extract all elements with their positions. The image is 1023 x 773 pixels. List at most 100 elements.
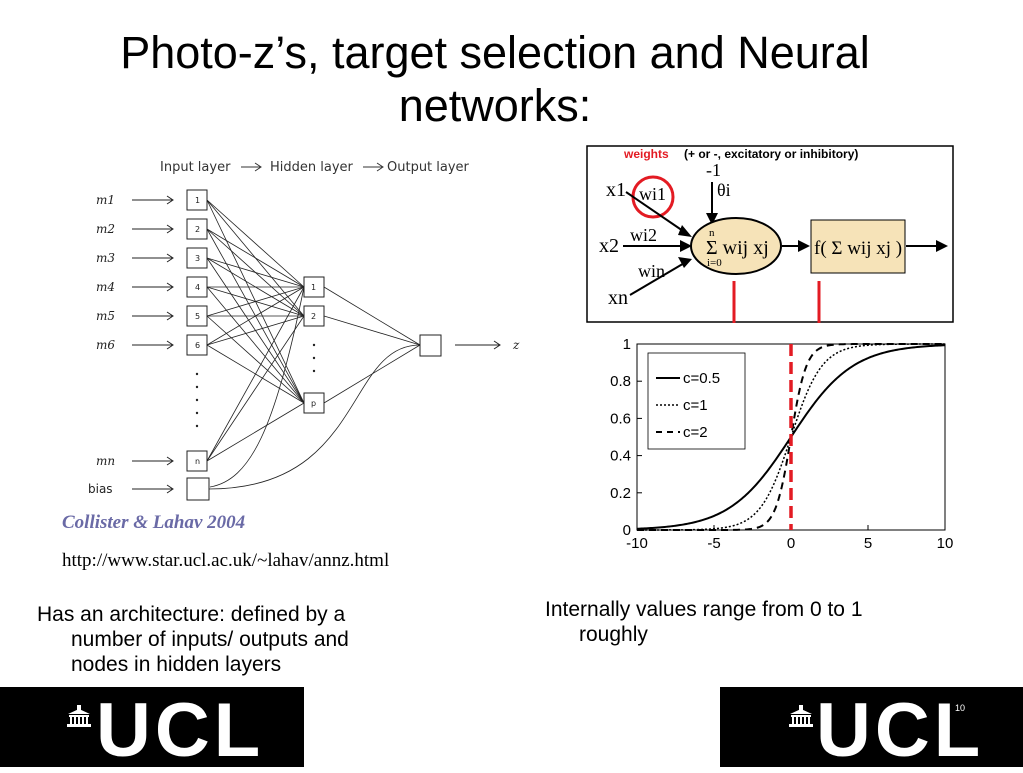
input-node (186, 189, 208, 211)
input-node-label: n (195, 457, 200, 466)
wn-label: win (638, 261, 665, 281)
input-label: m2 (96, 222, 115, 236)
hidden-node (303, 392, 325, 414)
input-arrow-head (166, 195, 174, 205)
ellipsis-dot (312, 356, 316, 360)
nn-connection (206, 199, 305, 288)
input-label: m4 (96, 280, 115, 294)
hidden-node-label: 2 (311, 312, 316, 321)
range-bullet: Internally values range from 0 to 1 roug… (545, 597, 965, 647)
ellipsis-dot (312, 343, 316, 347)
sum-upper-limit: n (709, 227, 715, 239)
slide-title-line1: Photo-z’s, target selection and Neural (120, 27, 870, 78)
nn-connection (323, 344, 421, 404)
hidden-layer-label: Hidden layer (270, 160, 354, 175)
nn-connection (323, 315, 421, 346)
theta-label: θi (717, 180, 731, 200)
nn-connection (206, 286, 305, 346)
y-tick-label: 0.2 (610, 485, 631, 502)
hidden-node-label: p (311, 399, 316, 408)
architecture-line2: number of inputs/ outputs and (71, 628, 349, 651)
input-node-label: 5 (195, 312, 200, 321)
y-tick-label: 0 (623, 522, 631, 539)
input-node (186, 247, 208, 269)
input-node-label: 6 (195, 341, 200, 350)
bias-connection (208, 344, 421, 490)
legend-c2: c=2 (683, 424, 708, 441)
nn-connection (206, 286, 305, 462)
range-line2: roughly (579, 623, 648, 646)
reference-url[interactable]: http://www.star.ucl.ac.uk/~lahav/annz.ht… (62, 550, 390, 571)
hidden-node-label: 1 (311, 283, 316, 292)
y-tick-label: 1 (623, 336, 631, 353)
x2-label: x2 (599, 235, 619, 257)
x-tick-label: 5 (864, 535, 872, 552)
weights-label: weights (623, 147, 669, 161)
neural-network-diagram: Input layer Hidden layer Output layer m1… (88, 160, 520, 501)
ellipsis-dot (195, 372, 199, 376)
legend-c1: c=1 (683, 397, 708, 414)
w2-label: wi2 (630, 225, 657, 245)
xn-label: xn (608, 287, 628, 309)
architecture-line1: Has an architecture: defined by a (37, 603, 346, 626)
input-label: m6 (96, 338, 115, 352)
architecture-line3: nodes in hidden layers (71, 653, 282, 676)
ellipsis-dot (195, 385, 199, 389)
output-node (419, 334, 442, 357)
citation: Collister & Lahav 2004 (62, 512, 246, 533)
input-node (186, 218, 208, 240)
ucl-wordmark-right: UCL (816, 688, 985, 773)
y-tick-label: 0.4 (610, 448, 631, 465)
activation-expression: f( Σ wij xj ) (814, 238, 902, 259)
ellipsis-dot (195, 411, 199, 415)
portico-icon (789, 705, 813, 727)
input-arrow-head (166, 311, 174, 321)
input-arrow-head (166, 224, 174, 234)
input-arrow-head (166, 340, 174, 350)
ellipsis-dot (195, 398, 199, 402)
w1-label: wi1 (639, 184, 666, 204)
input-node (186, 305, 208, 327)
input-label: m3 (96, 251, 115, 265)
output-layer-label: Output layer (387, 160, 470, 175)
nn-connection (206, 286, 305, 404)
legend-c05: c=0.5 (683, 370, 720, 387)
sum-lower-limit: i=0 (707, 257, 722, 269)
input-arrow-head (166, 253, 174, 263)
bias-node (186, 477, 210, 501)
slide-title-line2: networks: (398, 80, 592, 131)
ellipsis-dot (195, 424, 199, 428)
weights-note: (+ or -, excitatory or inhibitory) (684, 147, 858, 161)
output-arrow-head (493, 340, 501, 350)
input-layer-label: Input layer (160, 160, 231, 175)
ucl-logo-right: UCL (720, 687, 1023, 771)
hidden-node (303, 276, 325, 298)
page-number: 10 (955, 703, 966, 713)
nn-connection (206, 286, 305, 317)
input-node (186, 334, 208, 356)
input-node-label: 4 (195, 283, 200, 292)
ellipsis-dot (312, 369, 316, 373)
portico-icon (67, 705, 91, 727)
range-line1: Internally values range from 0 to 1 (545, 598, 863, 621)
ucl-wordmark-left: UCL (96, 688, 265, 773)
architecture-bullet: Has an architecture: defined by a number… (37, 602, 437, 677)
input-arrow-head (166, 282, 174, 292)
summation-node (690, 217, 782, 275)
bias-value: -1 (706, 160, 721, 180)
input-node-label: 1 (195, 196, 200, 205)
hidden-node (303, 305, 325, 327)
output-label: z (512, 338, 520, 352)
input-node (186, 450, 208, 472)
nn-connection (206, 402, 305, 462)
input-arrow-head (166, 484, 174, 494)
x-tick-label: 0 (787, 535, 795, 552)
nn-connection (206, 315, 305, 404)
bias-connection (209, 286, 305, 488)
x1-label: x1 (606, 179, 626, 201)
input-node (186, 276, 208, 298)
input-arrow-head (166, 456, 174, 466)
legend (647, 352, 746, 450)
input-label: bias (88, 482, 113, 496)
